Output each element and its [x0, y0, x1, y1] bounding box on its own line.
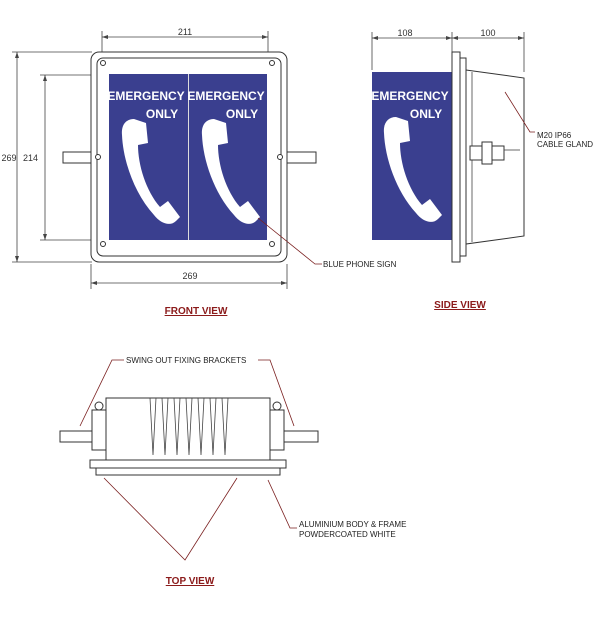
side-dim-right-label: 100 [480, 28, 495, 38]
callout-brackets-leader-left [79, 359, 124, 427]
callout-body-leader [267, 479, 297, 529]
side-frame-lip [459, 57, 467, 257]
front-right-rod [285, 151, 317, 164]
front-sign-left-line2: ONLY [146, 107, 178, 121]
front-sign-right-line2: ONLY [226, 107, 258, 121]
front-sign-left-line1: EMERGENCY [107, 89, 184, 103]
top-sign-plate [95, 467, 281, 476]
side-view-title: SIDE VIEW [434, 300, 486, 311]
front-left-rod [62, 151, 94, 164]
front-dim-bottom-label: 269 [182, 271, 197, 281]
screw-icon [100, 241, 106, 247]
front-view-title: FRONT VIEW [165, 306, 228, 317]
callout-body-label-2: POWDERCOATED WHITE [299, 530, 396, 539]
callout-gland-label-2: CABLE GLAND [537, 140, 593, 149]
callout-brackets-label: SWING OUT FIXING BRACKETS [126, 356, 246, 365]
side-view: 108 100 EMERGENCY ONLY M20 IP66 CABLE GL… [371, 28, 593, 311]
top-right-bracket [269, 409, 285, 451]
top-frame [89, 459, 287, 469]
front-dim-top-label: 211 [178, 27, 192, 37]
screw-icon [277, 154, 283, 160]
callout-gland-label-1: M20 IP66 [537, 131, 572, 140]
top-view-title: TOP VIEW [166, 576, 215, 587]
callout-sign-label: BLUE PHONE SIGN [323, 260, 397, 269]
callout-gland-leader [504, 91, 535, 133]
callout-brackets-leader-right [258, 359, 295, 427]
front-view: 211 269 214 [1, 27, 396, 317]
top-left-bracket [91, 409, 107, 451]
callout-sign-leader [257, 217, 322, 265]
phone-icon [383, 117, 442, 222]
bracket-screw-icon [94, 401, 104, 411]
phone-icon [121, 119, 180, 224]
front-dim-bottom: 269 [90, 264, 288, 289]
front-dim-left-outer-label: 269 [1, 153, 16, 163]
front-dim-top: 211 [101, 27, 269, 60]
screw-icon [269, 60, 275, 66]
callout-body-leader-v [103, 477, 238, 561]
front-dim-left-inner-label: 214 [23, 153, 38, 163]
side-dim-left-label: 108 [397, 28, 412, 38]
cable-gland-nut [481, 141, 493, 165]
top-heatsink-fins [149, 397, 229, 456]
bracket-screw-icon [272, 401, 282, 411]
screw-icon [95, 154, 101, 160]
front-sign-right-line1: EMERGENCY [187, 89, 264, 103]
top-view: SWING OUT FIXING BRACKETS ALUMINIUM B [59, 356, 406, 587]
callout-body-label-1: ALUMINIUM BODY & FRAME [299, 520, 406, 529]
side-frame-edge [451, 51, 461, 263]
side-sign-line2: ONLY [410, 107, 442, 121]
side-sign-line1: EMERGENCY [371, 89, 448, 103]
phone-icon [201, 119, 260, 224]
screw-icon [269, 241, 275, 247]
screw-icon [100, 60, 106, 66]
side-dims: 108 100 [371, 28, 525, 72]
